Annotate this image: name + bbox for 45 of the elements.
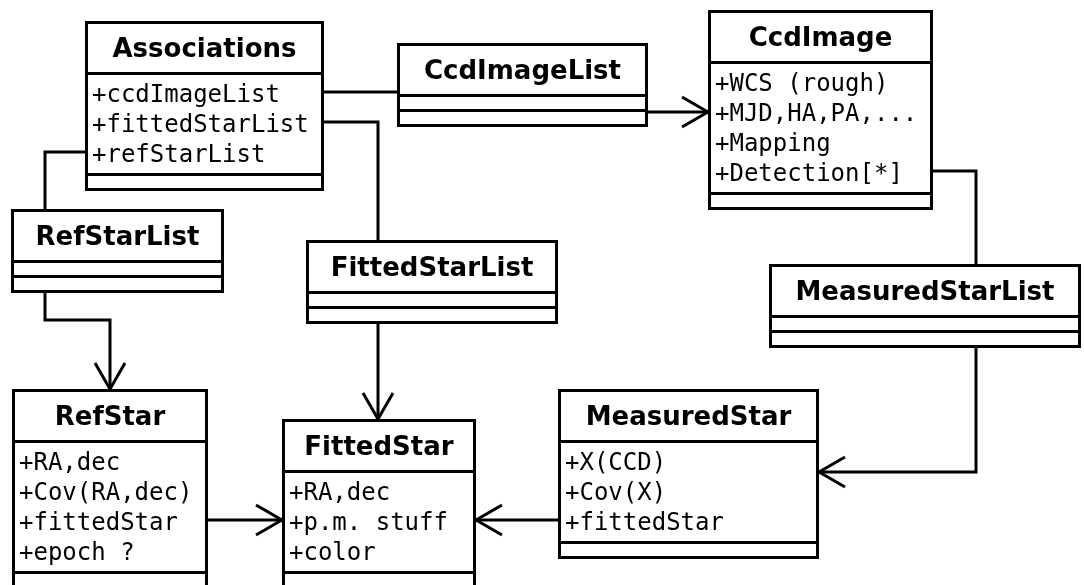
association-line: [324, 120, 380, 240]
class-name: FittedStar: [304, 433, 454, 459]
uml-class-box: [306, 240, 558, 324]
attribute-text: +RA,dec: [19, 447, 121, 477]
attribute-text: +Mapping: [715, 128, 831, 158]
class-name: RefStar: [54, 403, 166, 429]
attribute-text: +RA,dec: [289, 477, 391, 507]
attribute-text: +Detection[*]: [715, 158, 903, 188]
class-name: MeasuredStar: [585, 403, 792, 429]
uml-class-box: [397, 43, 648, 127]
attribute-text: +color: [289, 537, 376, 567]
attribute-text: +Cov(X): [565, 477, 667, 507]
attribute-text: +epoch ?: [19, 537, 135, 567]
uml-class-box: [558, 389, 819, 559]
association-arrow: [648, 95, 710, 129]
attribute-text: +refStarList: [92, 139, 266, 169]
attribute-text: +p.m. stuff: [289, 507, 448, 537]
attribute-text: +ccdImageList: [92, 79, 280, 109]
association-arrow: [474, 503, 558, 537]
uml-class-box: [12, 389, 208, 585]
class-name: FittedStarList: [330, 254, 534, 280]
attribute-text: +fittedStar: [19, 507, 178, 537]
attribute-text: +fittedStar: [565, 507, 724, 537]
class-name: RefStarList: [35, 223, 200, 249]
association-arrow: [43, 293, 127, 391]
attribute-text: +MJD,HA,PA,...: [715, 98, 918, 128]
association-arrow: [208, 503, 284, 537]
association-line: [43, 150, 85, 209]
association-line: [933, 169, 978, 264]
attribute-text: +Cov(RA,dec): [19, 477, 193, 507]
class-name: CcdImageList: [423, 57, 621, 83]
uml-class-box: [85, 21, 324, 191]
class-name: Associations: [112, 35, 297, 61]
class-name: CcdImage: [748, 24, 893, 50]
association-arrow: [817, 348, 978, 489]
association-arrow: [361, 324, 395, 421]
attribute-text: +fittedStarList: [92, 109, 309, 139]
uml-class-box: [769, 264, 1081, 348]
attribute-text: +WCS (rough): [715, 68, 889, 98]
uml-class-box: [708, 10, 933, 210]
uml-class-box: [11, 209, 224, 293]
association-line: [324, 90, 397, 94]
attribute-text: +X(CCD): [565, 447, 667, 477]
class-name: MeasuredStarList: [795, 278, 1055, 304]
uml-class-box: [282, 419, 476, 585]
